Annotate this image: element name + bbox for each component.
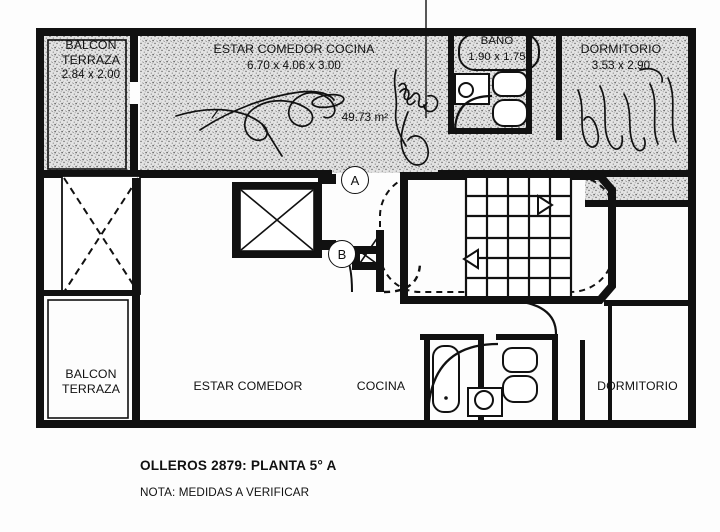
lower-bathroom-walls — [420, 334, 585, 420]
handwritten-scribble-right — [577, 67, 677, 152]
room-label-dormitorio-top: DORMITORIO — [580, 42, 662, 56]
toilet — [502, 347, 538, 373]
void-shaft — [61, 175, 141, 295]
bathtub-drain — [444, 396, 448, 400]
room-label-cocina: COCINA — [356, 379, 406, 393]
room-dims-estar-comedor-cocina: 6.70 x 4.06 x 3.00 — [247, 59, 341, 72]
marker-b-label: B — [337, 246, 347, 262]
hall-door-swing — [497, 298, 558, 335]
bathtub — [432, 345, 460, 413]
room-label-balcon-terraza-bottom: BALCON TERRAZA — [61, 367, 121, 396]
room-label-bano: BAÑO — [480, 35, 514, 47]
elevator-shaft — [232, 182, 322, 258]
bano-callout-outline — [458, 33, 540, 71]
stair-core — [379, 172, 616, 304]
elevator-door-jambs — [318, 174, 336, 250]
area-annotation: 49.73 m² — [341, 111, 389, 124]
upper-outer-walls — [36, 28, 696, 178]
upper-floor-shaded-area — [44, 36, 696, 205]
door-swing-landing — [383, 261, 422, 294]
bidet — [502, 375, 538, 403]
stair-direction-arrows — [462, 194, 554, 270]
room-label-dormitorio-bottom: DORMITORIO — [597, 379, 678, 393]
bano-door-swing-upper — [453, 94, 493, 133]
room-label-estar-comedor-cocina: ESTAR COMEDOR COCINA — [213, 42, 375, 56]
room-dims-balcon-terraza-top: 2.84 x 2.00 — [61, 68, 121, 81]
plan-title: OLLEROS 2879: PLANTA 5° A — [140, 458, 337, 473]
handwritten-signature — [175, 90, 345, 157]
landing-detail — [357, 233, 381, 267]
bathroom-door-swing-lower — [426, 342, 499, 421]
sink-basin — [474, 390, 494, 410]
lower-balcony-lines — [47, 299, 129, 419]
lower-right-partitions — [604, 300, 696, 420]
title-block: OLLEROS 2879: PLANTA 5° A NOTA: MEDIDAS … — [140, 458, 337, 499]
room-label-estar-comedor: ESTAR COMEDOR — [193, 379, 303, 393]
handwritten-scribble-center — [393, 69, 439, 166]
marker-b: B — [328, 240, 356, 268]
lower-left-partitions — [36, 178, 140, 420]
stair-treads — [464, 178, 573, 296]
room-dims-dormitorio-top: 3.53 x 2.90 — [591, 59, 651, 72]
marker-a: A — [341, 166, 369, 194]
upper-balcony-lines — [47, 39, 127, 170]
stair-core-walls — [400, 172, 616, 304]
landing-walls — [352, 230, 384, 292]
bano-fixtures-upper — [454, 71, 528, 127]
lower-bathroom-fixtures — [432, 345, 538, 417]
plan-note: NOTA: MEDIDAS A VERIFICAR — [140, 486, 310, 499]
marker-a-label: A — [350, 172, 360, 188]
room-label-balcon-terraza-top: BALCON TERRAZA — [61, 38, 121, 67]
